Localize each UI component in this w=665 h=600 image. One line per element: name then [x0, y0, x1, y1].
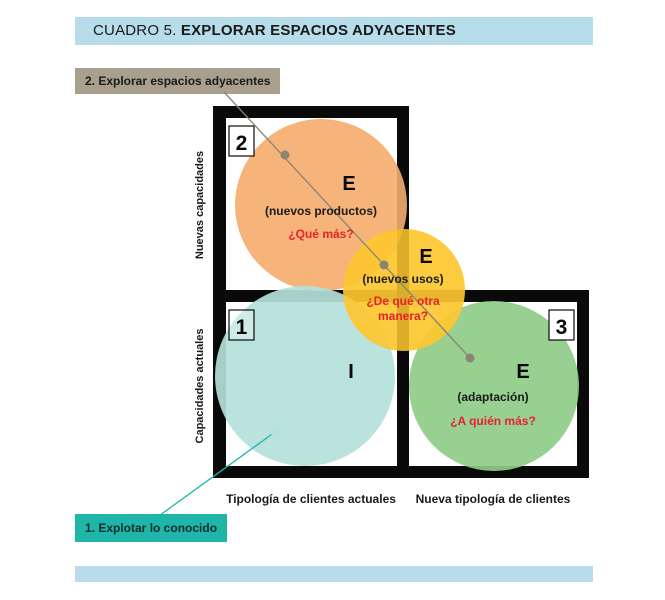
header-band: CUADRO 5. EXPLORAR ESPACIOS ADYACENTES: [75, 17, 593, 45]
circle-adaptation: [409, 301, 579, 471]
quadrant-1-label: 1: [236, 316, 248, 339]
y-axis-label-bottom: Capacidades actuales: [194, 329, 206, 444]
callout-adjacent-spaces: 2. Explorar espacios adyacentes: [75, 68, 281, 94]
page-title: CUADRO 5. EXPLORAR ESPACIOS ADYACENTES: [93, 22, 456, 39]
connector-exploit: [155, 427, 280, 519]
quadrant-2-box: 2: [228, 125, 255, 157]
adaptation-question: ¿A quién más?: [450, 414, 536, 428]
connector-adjacent: [223, 91, 475, 363]
known-letter: I: [348, 361, 354, 383]
circle-known: [215, 286, 395, 466]
products-question: ¿Qué más?: [288, 227, 353, 241]
products-label: (nuevos productos): [265, 204, 377, 218]
uses-question-line2: manera?: [378, 309, 428, 323]
grid-lines: [397, 118, 409, 478]
quadrant-2-label: 2: [236, 132, 248, 155]
uses-label: (nuevos usos): [362, 272, 443, 286]
x-axis-label-left: Tipología de clientes actuales: [226, 492, 396, 506]
callout-exploit-known: 1. Explotar lo conocido: [75, 514, 228, 542]
quadrant-1-box: 1: [228, 309, 255, 341]
uses-question-line1: ¿De qué otra: [366, 294, 440, 308]
footer-band: [75, 566, 593, 582]
products-letter: E: [342, 173, 355, 195]
quadrant-3-box: 3: [548, 309, 575, 341]
uses-letter: E: [419, 246, 432, 268]
adaptation-letter: E: [516, 361, 529, 383]
quadrant-3-label: 3: [556, 316, 568, 339]
y-axis-label-top: Nuevas capacidades: [194, 151, 206, 259]
adaptation-label: (adaptación): [457, 390, 528, 404]
x-axis-label-right: Nueva tipología de clientes: [416, 492, 571, 506]
